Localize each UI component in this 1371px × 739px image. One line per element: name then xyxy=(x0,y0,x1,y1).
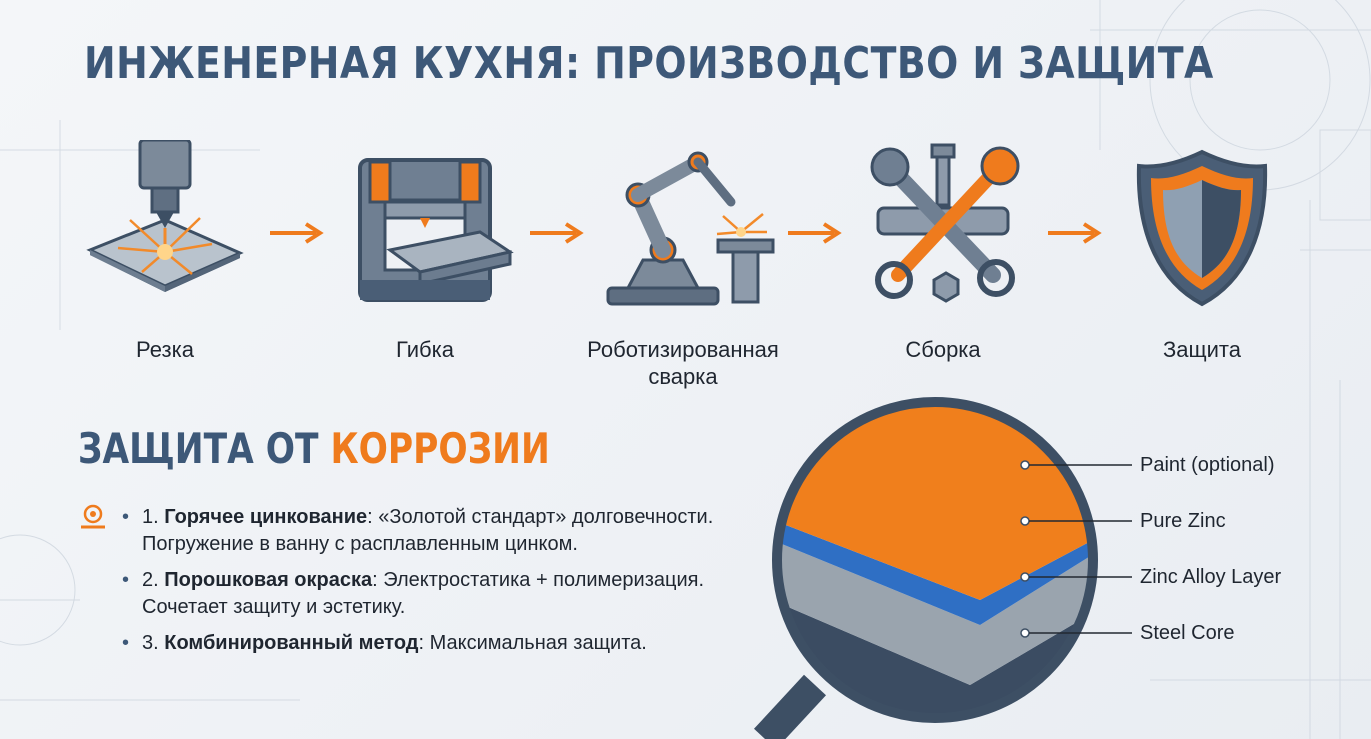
step-label: Гибка xyxy=(396,337,454,362)
item-number: 2. xyxy=(142,569,159,591)
item-text: Электростатика + полимеризация. Сочетает… xyxy=(142,569,705,618)
layer-label-pure-zinc: Pure Zinc xyxy=(1140,510,1226,532)
laser-cutting-icon xyxy=(86,140,244,292)
corrosion-title-part1: ЗАЩИТА ОТ xyxy=(78,424,331,473)
layer-label-steel-core: Steel Core xyxy=(1140,622,1235,644)
arrow-right-icon xyxy=(1046,221,1102,250)
page-title: ИНЖЕНЕРНАЯ КУХНЯ: ПРОИЗВОДСТВО И ЗАЩИТА xyxy=(84,38,1214,89)
magnifier-handle xyxy=(753,674,827,739)
layer-marker xyxy=(1020,516,1030,526)
arrow-right-icon xyxy=(268,221,324,250)
item-text: «Золотой стандарт» долговечности. Погруж… xyxy=(142,506,714,555)
corrosion-section-title: ЗАЩИТА ОТ КОРРОЗИИ xyxy=(78,424,550,473)
press-brake-icon xyxy=(358,158,514,302)
layer-marker xyxy=(1020,460,1030,470)
item-number: 1. xyxy=(142,506,159,528)
arrow-right-icon xyxy=(528,221,584,250)
step-label: Роботизированная сварка xyxy=(587,337,779,389)
process-step-welding: Роботизированная сварка xyxy=(573,140,793,390)
item-number: 3. xyxy=(142,632,159,654)
process-step-cutting: Резка xyxy=(55,140,275,363)
zinc-alloy-layer xyxy=(777,525,1093,685)
item-title: Горячее цинкование xyxy=(164,506,368,528)
process-step-protection: Защита xyxy=(1092,140,1312,363)
coating-layers-diagram xyxy=(753,397,1132,739)
item-title: Комбинированный метод xyxy=(164,632,419,654)
welding-robot-icon xyxy=(606,151,775,306)
arrow-right-icon xyxy=(786,221,842,250)
corrosion-title-part2: КОРРОЗИИ xyxy=(330,424,550,473)
layer-label-paint: Paint (optional) xyxy=(1140,454,1275,476)
item-title: Порошковая окраска xyxy=(164,569,373,591)
wrench-tools-icon xyxy=(870,143,1020,303)
pure-zinc-layer xyxy=(777,515,1093,625)
layer-label-zinc-alloy: Zinc Alloy Layer xyxy=(1140,566,1282,588)
layer-marker xyxy=(1020,628,1030,638)
list-item: • 2. Порошковая окраска: Электростатика … xyxy=(122,569,705,618)
step-label: Защита xyxy=(1163,337,1241,362)
step-label: Резка xyxy=(136,337,194,362)
shield-icon xyxy=(1136,149,1268,307)
list-item: • 3. Комбинированный метод: Максимальная… xyxy=(122,632,647,654)
process-step-bending: Гибка xyxy=(315,140,535,363)
layer-marker xyxy=(1020,572,1030,582)
list-item: • 1. Горячее цинкование: «Золотой станда… xyxy=(122,506,714,555)
process-step-assembly: Сборка xyxy=(833,140,1053,363)
item-text: Максимальная защита. xyxy=(424,632,647,654)
protection-methods-list: • 1. Горячее цинкование: «Золотой станда… xyxy=(122,504,722,666)
zinc-coin-icon xyxy=(81,504,105,529)
step-label: Сборка xyxy=(905,337,981,362)
